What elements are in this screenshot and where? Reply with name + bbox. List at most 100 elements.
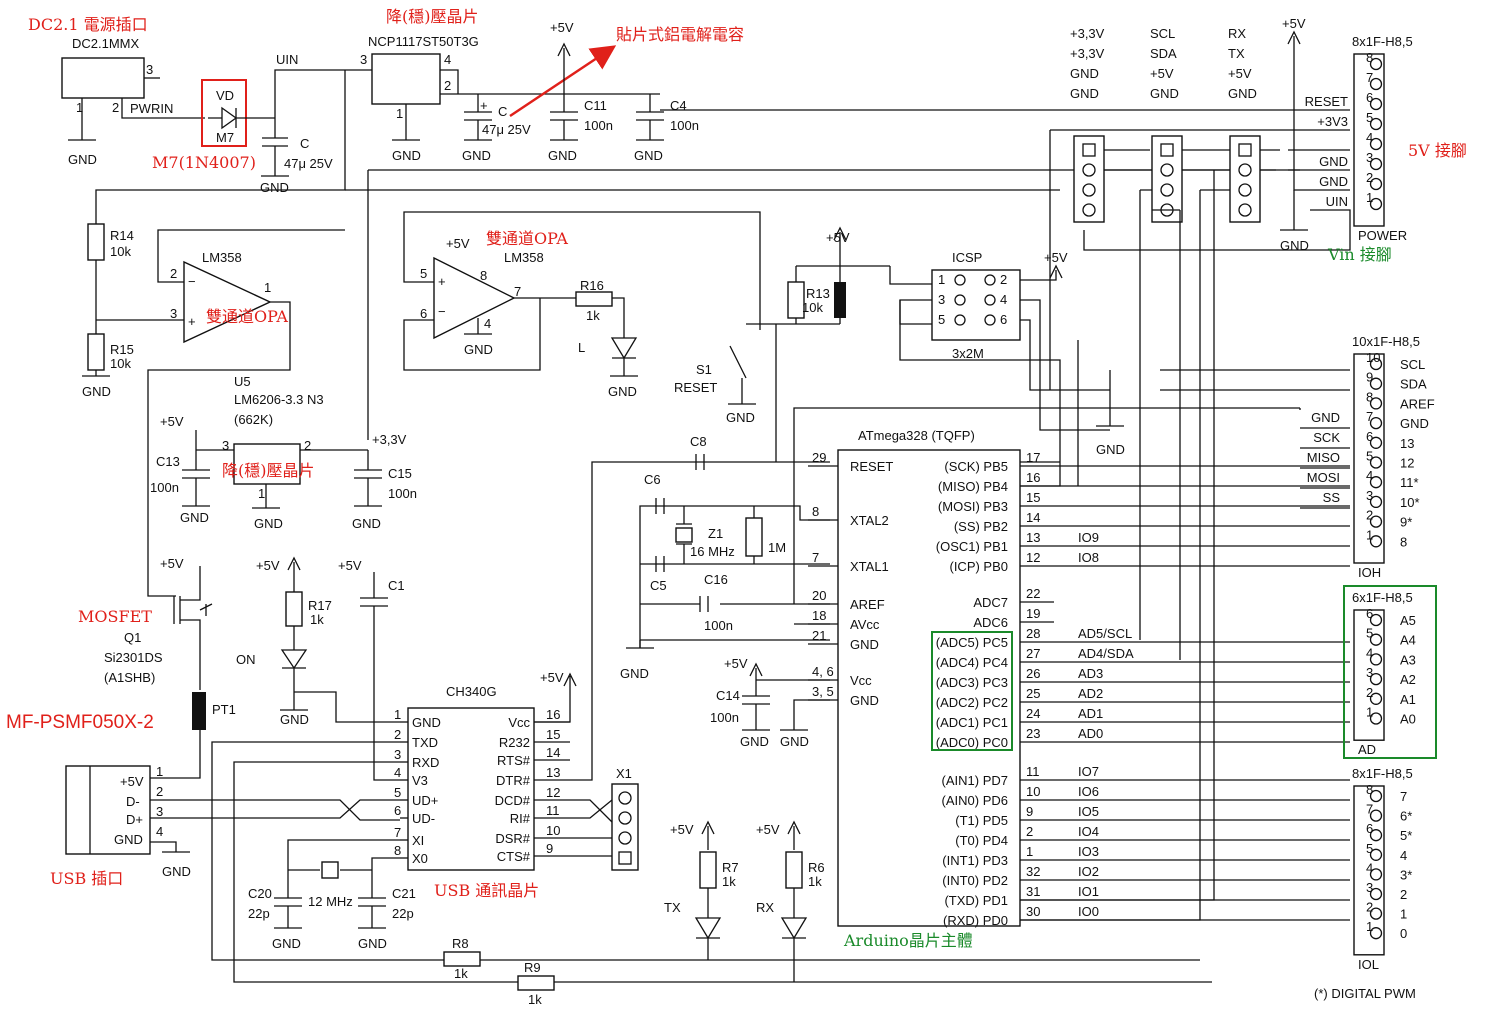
r7-label: R7 bbox=[722, 860, 739, 875]
atmega-net-label: IO7 bbox=[1078, 764, 1099, 779]
dc-part-label: DC2.1MMX bbox=[72, 36, 140, 51]
header-name: AD bbox=[1358, 742, 1376, 757]
header-pin-num: 4 bbox=[1366, 645, 1373, 660]
ch340-pin-name: CTS# bbox=[497, 849, 531, 864]
icsp-pin-1 bbox=[954, 274, 966, 286]
c-smd-label: C bbox=[498, 104, 507, 119]
atmega-pin-name: AREF bbox=[850, 597, 885, 612]
gnd-csmd: GND bbox=[462, 148, 491, 163]
header-pin-num: 3 bbox=[1366, 150, 1373, 165]
power-side-label: +3,3V bbox=[1070, 46, 1105, 61]
power-side-label: SCL bbox=[1150, 26, 1175, 41]
atmega-pin-num: 3, 5 bbox=[812, 684, 834, 699]
power-side-label: +5V bbox=[1150, 66, 1174, 81]
x1-header bbox=[611, 783, 639, 871]
x1-pin-a bbox=[618, 791, 632, 805]
u5-pin3: 3 bbox=[222, 438, 229, 453]
atmega-pin-num: 18 bbox=[812, 608, 826, 623]
header-title: 6x1F-H8,5 bbox=[1352, 590, 1413, 605]
atmega-pin-name: ADC7 bbox=[973, 595, 1008, 610]
atmega-pin-num: 14 bbox=[1026, 510, 1040, 525]
xtal-12mhz bbox=[321, 861, 339, 879]
q1-label: Q1 bbox=[124, 630, 141, 645]
header-title: 8x1F-H8,5 bbox=[1352, 766, 1413, 781]
jumper-header-1 bbox=[1073, 135, 1105, 223]
c15-label: C15 bbox=[388, 466, 412, 481]
plus5v-u5: +5V bbox=[160, 414, 184, 429]
uin-net-label: UIN bbox=[276, 52, 298, 67]
r15-resistor bbox=[87, 333, 105, 371]
icsp-p4: 4 bbox=[1000, 292, 1007, 307]
opa-r-pin5: 5 bbox=[420, 266, 427, 281]
csmd-plus: + bbox=[480, 98, 488, 113]
plus5v-r6: +5V bbox=[756, 822, 780, 837]
atmega-pin-name: (RXD) PD0 bbox=[943, 913, 1008, 928]
tx-led-label: TX bbox=[664, 900, 681, 915]
icsp-pin-4 bbox=[984, 294, 996, 306]
ioh-left-label: MOSI bbox=[1307, 470, 1340, 485]
gnd-r15: GND bbox=[82, 384, 111, 399]
header-pin-label: 1 bbox=[1400, 907, 1407, 922]
gnd-atm: GND bbox=[780, 734, 809, 749]
dc-jack-annotation: DC2.1 電源插口 bbox=[28, 15, 148, 34]
header-pin-label: AREF bbox=[1400, 396, 1435, 411]
atmega-pin-name: (SS) PB2 bbox=[954, 519, 1008, 534]
atmega-pin-name: RESET bbox=[850, 459, 893, 474]
atmega-net-label: IO3 bbox=[1078, 844, 1099, 859]
ch340-pin-num: 10 bbox=[546, 823, 560, 838]
atmega-pin-name: ADC6 bbox=[973, 615, 1008, 630]
ch340-label: CH340G bbox=[446, 684, 497, 699]
diode-vd-label: VD bbox=[216, 88, 234, 103]
atmega-pin-num: 24 bbox=[1026, 706, 1040, 721]
c21-value: 22p bbox=[392, 906, 414, 921]
atmega-pin-name: (ADC1) PC1 bbox=[936, 715, 1008, 730]
atmega-net-label: IO6 bbox=[1078, 784, 1099, 799]
header-name: POWER bbox=[1358, 228, 1407, 243]
header-pin-num: 6 bbox=[1366, 429, 1373, 444]
ch340-pin-num: 2 bbox=[394, 727, 401, 742]
ch340-pin-name: TXD bbox=[412, 735, 438, 750]
plus5v-r13: +5V bbox=[826, 230, 850, 245]
header-pin-label: A3 bbox=[1400, 652, 1416, 667]
atmega-pin-num: 21 bbox=[812, 628, 826, 643]
u5-pin2: 2 bbox=[304, 438, 311, 453]
icsp-pin-2 bbox=[984, 274, 996, 286]
ch340-pin-num: 11 bbox=[546, 803, 560, 818]
pt1-label: PT1 bbox=[212, 702, 236, 717]
u5-pin1: 1 bbox=[258, 486, 265, 501]
atmega-pin-name: (OSC1) PB1 bbox=[936, 539, 1008, 554]
gnd-c21: GND bbox=[358, 936, 387, 951]
ch340-pin-num: 5 bbox=[394, 785, 401, 800]
c11-label: C11 bbox=[584, 98, 607, 113]
dc-jack-symbol bbox=[61, 57, 145, 99]
plus5v-q1: +5V bbox=[160, 556, 184, 571]
opa-l-plus: + bbox=[188, 314, 196, 329]
c20-label: C20 bbox=[248, 886, 272, 901]
atmega-net-label: IO4 bbox=[1078, 824, 1099, 839]
header-pin-num: 4 bbox=[1366, 860, 1373, 875]
power-side-label: GND bbox=[1150, 86, 1179, 101]
ch340-pin-name: XI bbox=[412, 833, 424, 848]
c13-label: C13 bbox=[156, 454, 180, 469]
atmega-pin-num: 19 bbox=[1026, 606, 1040, 621]
atmega-net-label: AD5/SCL bbox=[1078, 626, 1132, 641]
ch340-pin-num: 12 bbox=[546, 785, 560, 800]
adc-pins-highlight bbox=[931, 631, 1013, 751]
power-pin-label: UIN bbox=[1326, 194, 1348, 209]
opa-r-pin6: 6 bbox=[420, 306, 427, 321]
opa-top-annotation: 雙通道OPA bbox=[486, 229, 568, 248]
atmega-pin-num: 25 bbox=[1026, 686, 1040, 701]
power-side-label: +5V bbox=[1228, 66, 1252, 81]
usb-pin4: 4 bbox=[156, 824, 163, 839]
u5-label: U5 bbox=[234, 374, 251, 389]
jumper-header-2 bbox=[1151, 135, 1183, 223]
header-pin-label: 11* bbox=[1400, 475, 1419, 490]
ioh-left-label: GND bbox=[1311, 410, 1340, 425]
c-main-label: C bbox=[300, 136, 309, 151]
r16-value: 1k bbox=[586, 308, 600, 323]
r-1m-resistor bbox=[745, 517, 763, 557]
pwrin-label: PWRIN bbox=[130, 101, 173, 116]
atmega-pin-num: 30 bbox=[1026, 904, 1040, 919]
